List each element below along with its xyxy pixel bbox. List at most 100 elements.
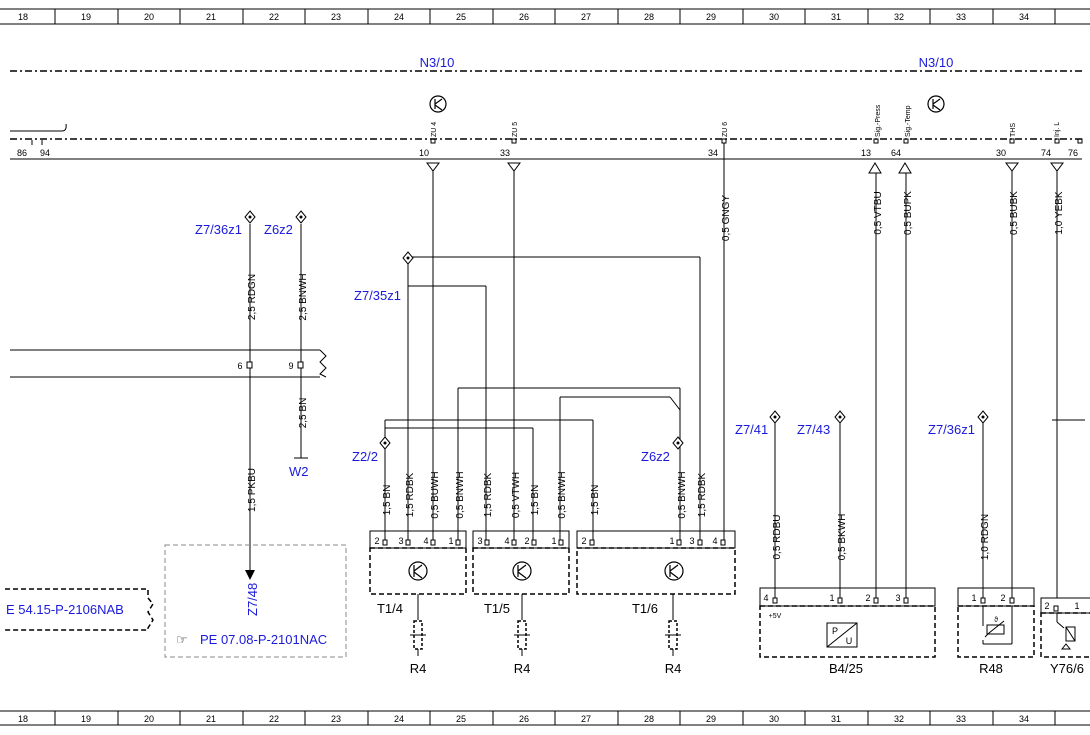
grid-number: 29 (706, 12, 716, 22)
pin-number: 4 (712, 536, 717, 546)
pin-number: 34 (708, 148, 718, 158)
pin-label: Inj. L (1054, 122, 1061, 137)
grid-number: 23 (331, 12, 341, 22)
top-grid-ruler: 18 19 20 21 22 23 24 25 26 27 28 29 30 3… (0, 8, 1090, 25)
sensor-r48: 1 2 ϑ R48 (957, 587, 1035, 676)
pin-number: 1 (669, 536, 674, 546)
component-label-n3-10: N3/10 (420, 55, 455, 70)
pin-number: 64 (891, 148, 901, 158)
connector-label: Z7/43 (797, 422, 830, 437)
wire-label: 2,5 BN (298, 398, 309, 429)
grid-number: 25 (456, 714, 466, 724)
pin-number: 3 (895, 593, 900, 603)
wire-label: 1,5 RDBK (405, 472, 416, 517)
wire-label: 0,5 VTBU (873, 191, 884, 234)
pin-label: Sig.-Temp (905, 105, 912, 137)
pin-number: 76 (1068, 148, 1078, 158)
grid-number: 33 (956, 714, 966, 724)
wire-label: 0,5 BUWH (430, 471, 441, 518)
arrow-down-icon (245, 570, 255, 580)
pin-number: 86 (17, 148, 27, 158)
grid-number: 25 (456, 12, 466, 22)
pin-number: 94 (40, 148, 50, 158)
reference-link[interactable]: PE 07.08-P-2101NAC (200, 632, 327, 647)
spark-plug-r4: R4 (514, 594, 530, 676)
grid-number: 22 (269, 714, 279, 724)
pin-label: U (846, 636, 853, 646)
wire-label: 1,5 RDBK (697, 472, 708, 517)
grid-number: 27 (581, 12, 591, 22)
pin-label: ZU 4 (431, 122, 438, 137)
wire-label: 0,5 VTWH (511, 472, 522, 518)
connector-label: Z7/41 (735, 422, 768, 437)
reference-box-center: ☞ PE 07.08-P-2101NAC (164, 544, 347, 658)
pin-number: 3 (689, 536, 694, 546)
pin-number: 2 (865, 593, 870, 603)
injector-y76-6: 2 1 Y76/6 (1040, 597, 1090, 676)
connector-label: Z6z2 (641, 449, 670, 464)
component-label: R48 (979, 661, 1003, 676)
pin-number: 3 (477, 536, 482, 546)
wire-label: 0,5 BNWH (455, 471, 466, 518)
grid-number: 20 (144, 12, 154, 22)
reference-link[interactable]: E 54.15-P-2106NAB (6, 602, 124, 617)
wire-label: 2,5 BNWH (298, 273, 309, 320)
component-label: R4 (665, 661, 682, 676)
wire-label: 0,5 BUBK (1009, 191, 1020, 235)
grid-number: 19 (81, 714, 91, 724)
pin-label: P (832, 626, 838, 636)
pin-number: 4 (504, 536, 509, 546)
pin-number: 2 (374, 536, 379, 546)
pin-number: 2 (581, 536, 586, 546)
wire-label: 1,5 BN (590, 485, 601, 516)
grid-number: 21 (206, 12, 216, 22)
pin-number: 4 (423, 536, 428, 546)
component-label-n3-10: N3/10 (919, 55, 954, 70)
ignition-module-t1-5: 3 4 2 1 T1/5 (472, 530, 570, 616)
pin-number: 2 (1000, 593, 1005, 603)
wire-label: 1,0 YEBK (1054, 191, 1065, 235)
pin-label: Sig.-Press (875, 104, 882, 137)
grid-number: 29 (706, 714, 716, 724)
grid-number: 32 (894, 12, 904, 22)
bottom-grid-ruler: 18 19 20 21 22 23 24 25 26 27 28 29 30 3… (0, 710, 1090, 726)
wire-label: 0,5 BNWH (557, 471, 568, 518)
grid-number: 27 (581, 714, 591, 724)
pin-number: 13 (861, 148, 871, 158)
wire-label: 1,5 BN (382, 485, 393, 516)
thermistor-icon (982, 606, 1013, 645)
grid-number: 28 (644, 12, 654, 22)
grid-number: 28 (644, 714, 654, 724)
wire-label: 1,5 PKBU (247, 468, 258, 512)
transistor-icon (512, 561, 532, 581)
grid-number: 30 (769, 12, 779, 22)
wire-lines (10, 143, 1085, 600)
pin-number: 9 (288, 361, 293, 371)
pin-number: 74 (1041, 148, 1051, 158)
wire-label: 0,5 BNWH (677, 471, 688, 518)
pin-number: 30 (996, 148, 1006, 158)
wire-label: 1,0 RDGN (980, 514, 991, 560)
grid-number: 26 (519, 12, 529, 22)
wire-label: 0,5 BUPK (903, 191, 914, 235)
connector-label: Z7/48 (245, 583, 260, 616)
wire-label: 0,5 GNGY (721, 195, 732, 241)
pin-number: 1 (448, 536, 453, 546)
grid-number: 24 (394, 12, 404, 22)
pin-label: ZU 5 (512, 122, 519, 137)
transistor-icon (664, 561, 684, 581)
pin-number: 6 (237, 361, 242, 371)
pin-label: +5V (769, 613, 782, 620)
wire-label: 2,5 RDGN (247, 274, 258, 320)
connector-label: Z2/2 (352, 449, 378, 464)
grid-number: 24 (394, 714, 404, 724)
control-unit-n3-10: N3/10 N3/10 86 94 (10, 55, 1082, 160)
pin-number: 4 (763, 593, 768, 603)
sensor-b4-25: 4 1 2 3 +5V P U B4/25 (759, 587, 936, 676)
transistor-icon (408, 561, 428, 581)
pin-label: THS (1010, 123, 1017, 137)
grid-number: 31 (831, 12, 841, 22)
grid-number: 30 (769, 714, 779, 724)
component-label: T1/6 (632, 601, 658, 616)
component-label: R4 (410, 661, 427, 676)
